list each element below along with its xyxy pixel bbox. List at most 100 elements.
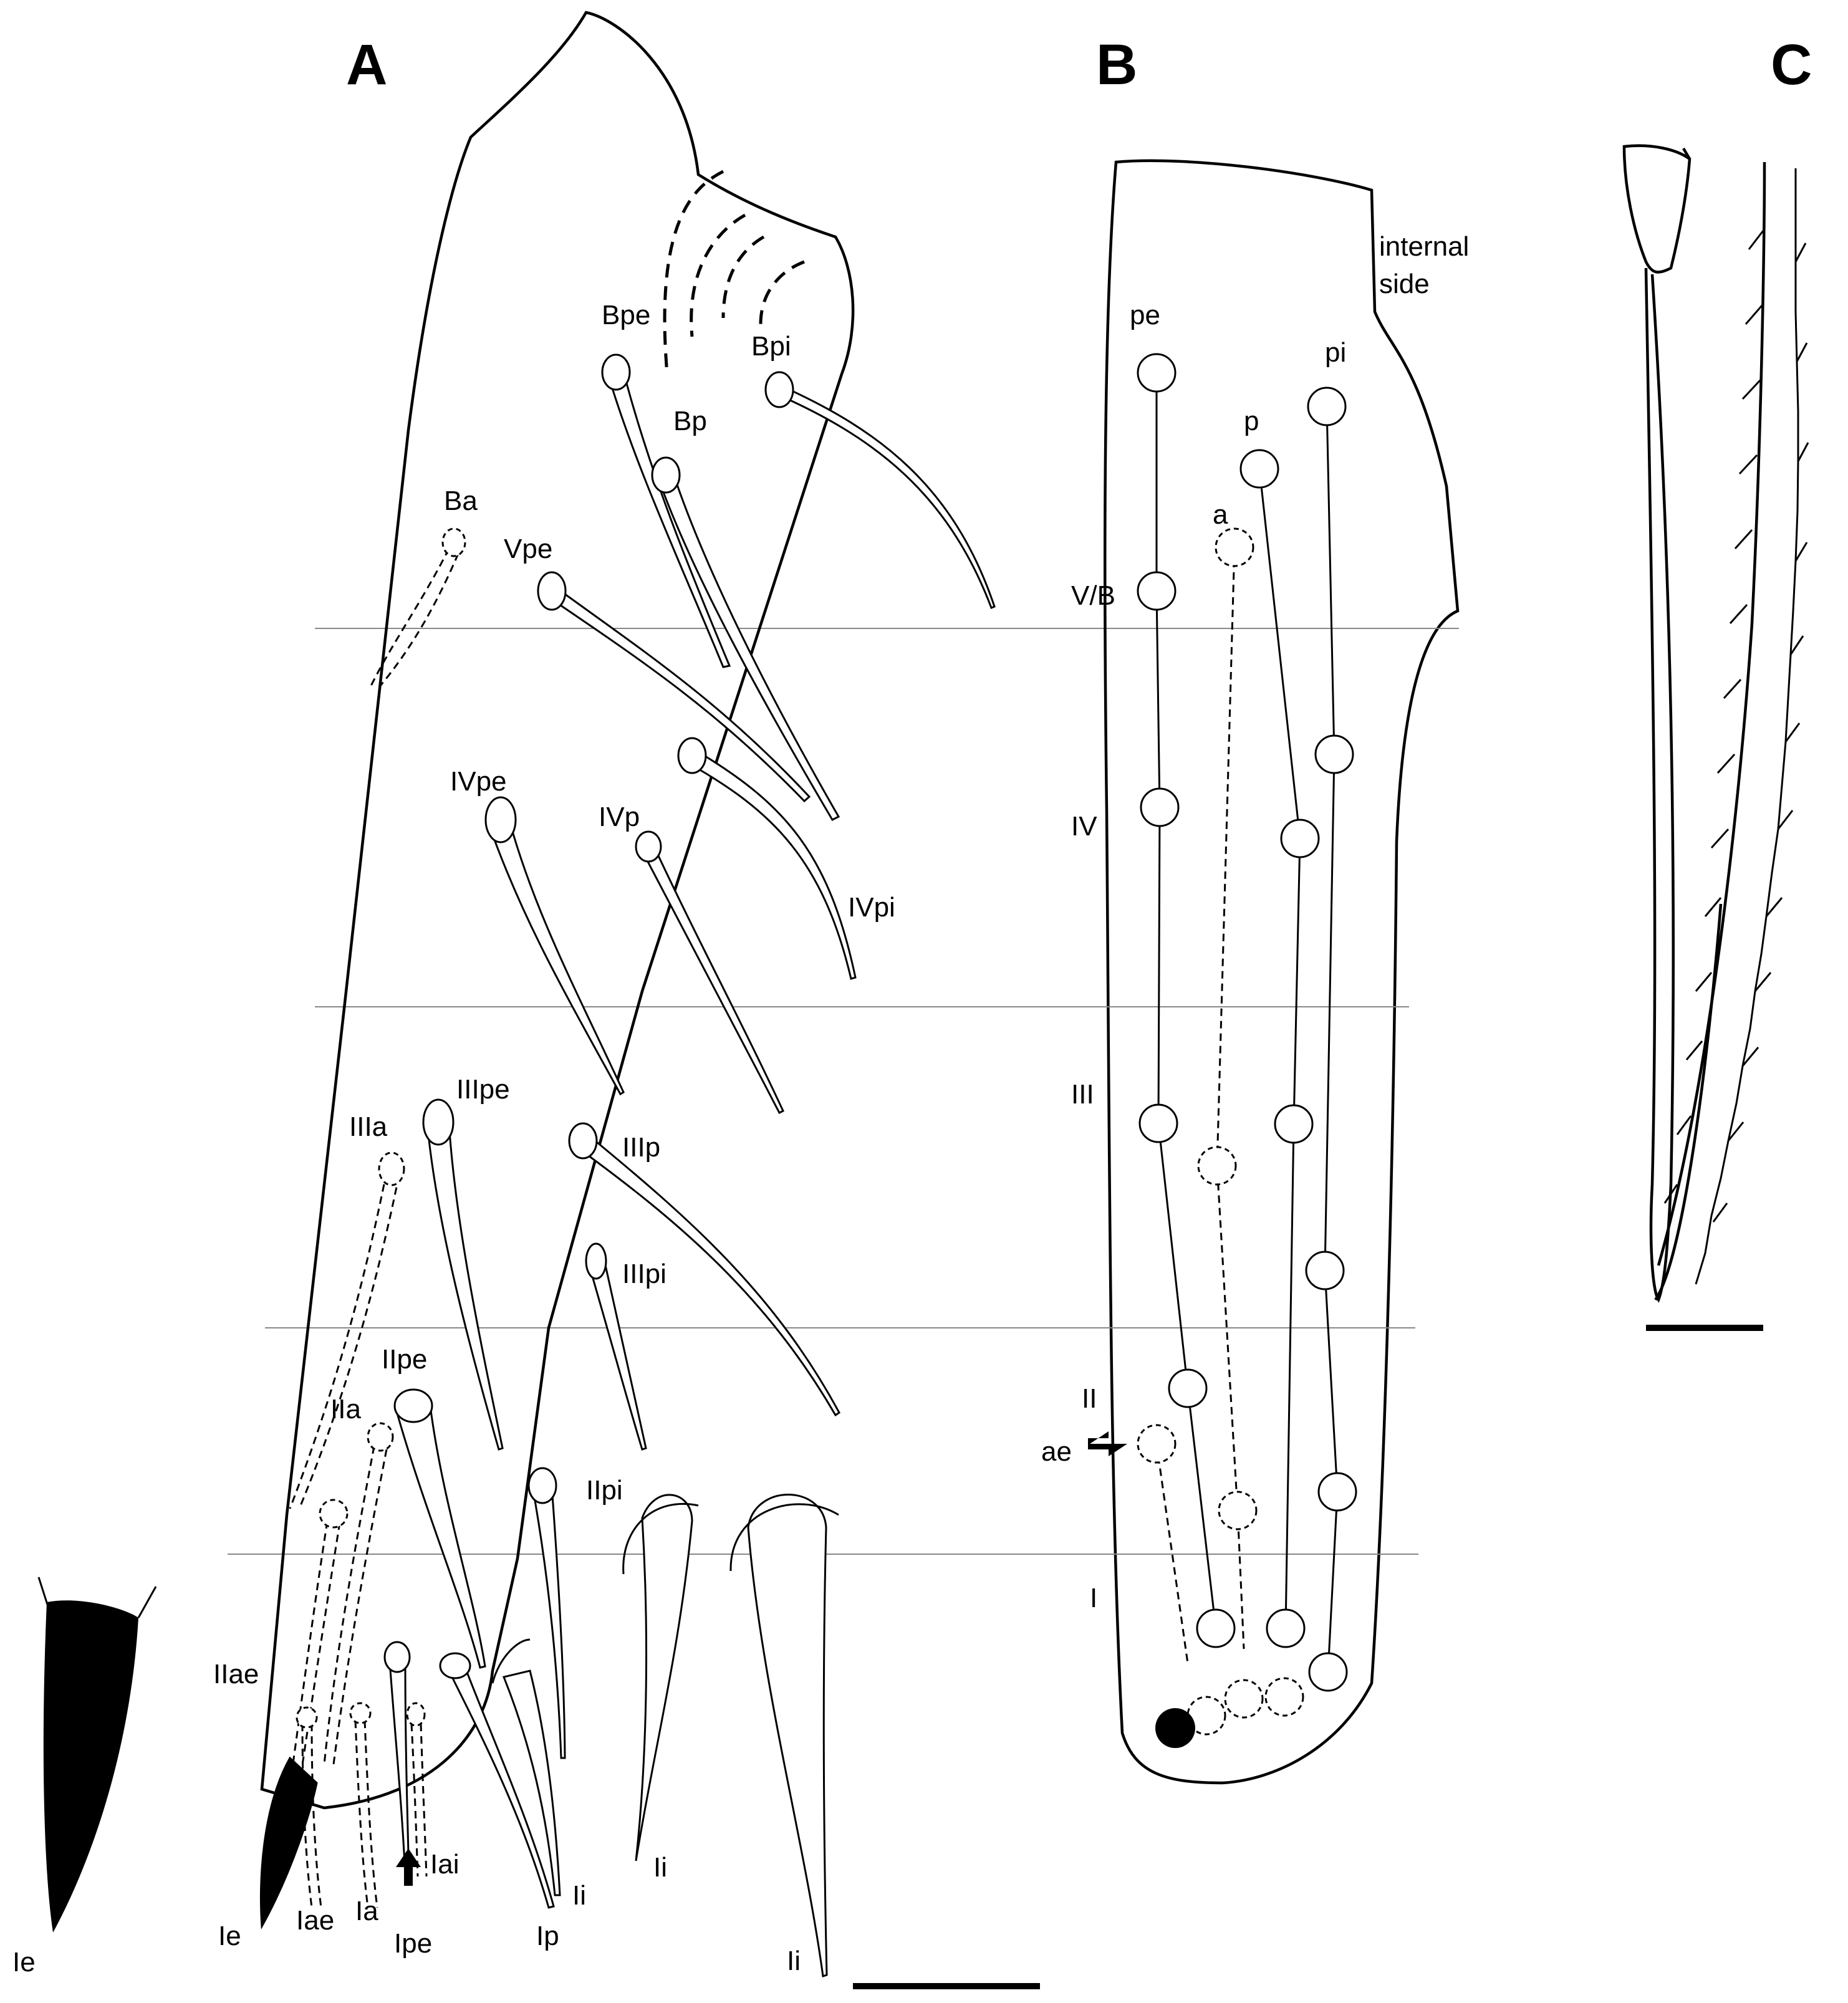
inset-label-ie: Ie [12,1947,36,1977]
large-seta-ii-2 [729,1494,839,1977]
panel-b-sockets [1137,353,1357,1692]
label-iae: Iae [296,1905,334,1936]
socket-pi-iv [1314,734,1354,774]
seta-bpi [764,371,996,609]
label-iiipe: IIIpe [456,1074,510,1105]
arrow-ipe [396,1848,421,1886]
socket-p-iv [1280,819,1320,858]
label-iiip: IIIp [622,1132,660,1163]
label-iiae: IIae [213,1659,259,1689]
label-ii-large-2: Ii [787,1946,801,1976]
label-iai: Iai [430,1849,459,1880]
panel-a-labels: Bpe Bp Bpi Ba Vpe IVpe IVp IVpi IIIpe II… [213,300,895,1976]
panel-c-seta [1622,144,1809,1303]
socket-a-1 [1215,527,1254,567]
socket-pe-i [1196,1608,1236,1648]
label-iipi: IIpi [586,1475,623,1506]
seta-iiip [568,1122,840,1417]
row-label-i: I [1090,1583,1097,1613]
socket-pe-1 [1137,353,1177,393]
label-ie: Ie [218,1921,241,1951]
label-ivp: IVp [599,802,640,832]
label-iia: IIa [330,1394,361,1424]
socket-ae [1137,1424,1177,1464]
socket-p-i [1266,1608,1306,1648]
label-ipe: Ipe [394,1928,432,1959]
row-label-iv: IV [1071,811,1097,842]
socket-pi-1 [1307,387,1347,426]
label-iiia: IIIa [349,1112,388,1142]
label-iipe: IIpe [382,1344,427,1375]
seta-iai-dashed [406,1702,428,1877]
arrow-label-ae: ae [1041,1436,1072,1467]
inset-claw: Ie [12,1577,157,1977]
label-ip: Ip [536,1921,559,1951]
panel-b-outline [1103,159,1460,1785]
socket-pe-ii [1168,1368,1208,1408]
seta-iiia-dashed [289,1151,405,1509]
seta-ii-small [491,1638,561,1896]
col-label-pi: pi [1325,337,1346,368]
label-ba: Ba [444,486,478,516]
large-seta-ii-1 [622,1494,699,1861]
label-ii-large-1: Ii [653,1852,667,1883]
seta-bpe [601,353,731,668]
side-label-2: side [1379,269,1430,299]
label-ivpi: IVpi [848,892,895,923]
seta-bp [651,456,840,821]
seta-ipe [383,1641,411,1878]
seta-ivp [635,830,784,1115]
socket-pi-ii [1317,1472,1357,1512]
label-ii-small: Ii [572,1880,586,1911]
seta-iipe [393,1388,486,1669]
label-bp: Bp [673,406,707,436]
seta-ip [439,1652,555,1909]
panel-c-label: C [1771,33,1812,97]
socket-i-1 [1186,1696,1226,1736]
seta-iia-dashed [323,1422,394,1765]
seta-ba-dashed [370,527,466,686]
label-ia: Ia [355,1896,378,1926]
claw-ie [259,1756,318,1930]
socket-pe-vb [1137,571,1177,611]
seta-ivpi [677,737,857,980]
socket-i-3 [1264,1677,1304,1717]
seta-iiipi [585,1242,647,1451]
col-label-a: a [1213,499,1228,530]
seta-ia-dashed [349,1702,378,1908]
seta-vpe [537,571,811,803]
row-label-iii: III [1071,1079,1094,1110]
socket-black [1155,1708,1195,1748]
seta-ivpe [484,796,625,1096]
socket-pi-iii [1305,1251,1345,1290]
socket-pe-iv [1140,787,1180,827]
row-label-ii: II [1082,1383,1097,1414]
side-label-1: internal [1379,231,1469,262]
seta-iiae-dashed [286,1499,349,1808]
panel-b-labels: pe p a pi V/B IV III II I ae [1041,300,1346,1613]
seta-iipi [527,1467,566,1759]
col-label-pe: pe [1130,300,1160,330]
label-vpe: Vpe [504,534,552,564]
row-label-vb: V/B [1071,580,1115,611]
panel-b-connectors [1155,373,1339,1673]
label-ivpe: IVpe [450,766,507,797]
panel-b-label: B [1096,33,1137,97]
socket-pe-iii [1138,1103,1178,1143]
label-iiipi: IIIpi [622,1259,667,1289]
arrow-ae [1088,1431,1127,1456]
socket-pi-i [1308,1652,1348,1692]
col-label-p: p [1244,406,1259,436]
panel-a-label: A [346,33,387,97]
label-bpi: Bpi [751,331,791,362]
apical-sensilla [663,170,805,375]
socket-p-1 [1239,449,1279,489]
socket-a-iii [1197,1146,1237,1186]
socket-i-2 [1224,1679,1264,1719]
panel-b-dashed-sockets [1137,527,1304,1748]
socket-a-ii [1218,1491,1258,1530]
panel-b-segment-lines [1107,628,1459,1555]
seta-iiipe [422,1098,504,1451]
label-bpe: Bpe [602,300,650,330]
